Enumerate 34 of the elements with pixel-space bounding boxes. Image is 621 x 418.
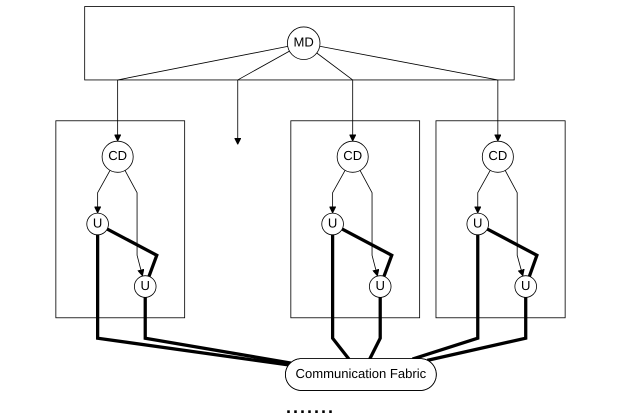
connector	[426, 297, 528, 362]
arrow	[360, 170, 380, 276]
arrow	[329, 170, 346, 214]
arrow	[114, 46, 288, 142]
arrow	[316, 52, 356, 142]
node-circle: U	[368, 275, 392, 298]
connector	[106, 228, 159, 277]
arrow	[504, 170, 525, 276]
cluster	[290, 120, 420, 318]
arrow	[94, 170, 110, 214]
node-circle: U	[134, 275, 156, 298]
arrow	[124, 170, 144, 276]
connector	[96, 234, 290, 367]
cluster	[436, 120, 566, 318]
node-circle: U	[466, 212, 490, 236]
connector	[330, 234, 350, 360]
node-circle: CD	[336, 140, 369, 173]
ellipsis-text: .......	[286, 397, 335, 417]
node-circle: U	[321, 212, 344, 236]
connector	[341, 228, 394, 277]
cluster	[55, 120, 186, 318]
node-circle: U	[86, 212, 109, 236]
arrow	[234, 50, 290, 145]
connector	[486, 228, 539, 277]
arrow	[319, 46, 502, 142]
node-circle: CD	[482, 140, 514, 173]
connector	[412, 234, 480, 361]
cluster	[84, 6, 515, 80]
connector	[368, 297, 382, 360]
node-circle: MD	[287, 26, 320, 60]
connector	[144, 297, 292, 365]
arrow	[474, 170, 491, 214]
node-circle: CD	[102, 140, 134, 173]
node-circle: U	[514, 275, 537, 298]
